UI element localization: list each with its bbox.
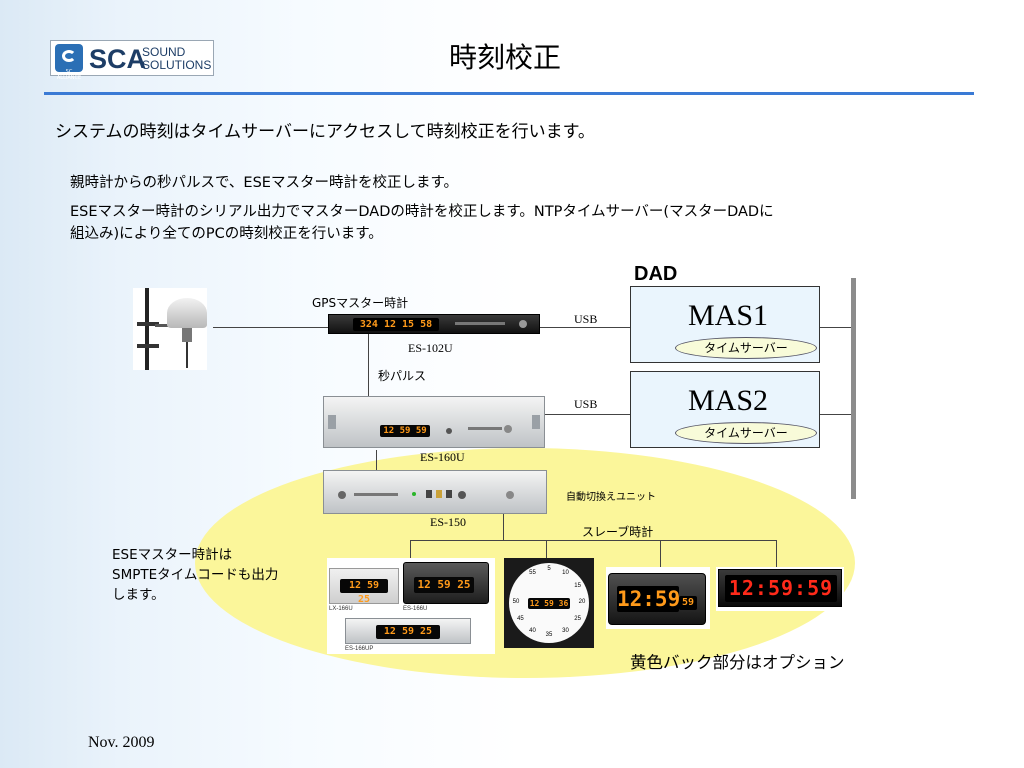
analog-dial-number: 25: [574, 615, 581, 622]
long-slave-clock: 12:59:59: [718, 569, 842, 607]
es102u-device: 324 12 15 58: [328, 314, 540, 334]
gps-master-label: GPSマスター時計: [312, 296, 409, 310]
lx166u-clock: 12 59 25: [329, 568, 399, 605]
mas2-server: MAS2 タイムサーバー: [630, 371, 820, 448]
body-line-1: 親時計からの秒パルスで、ESEマスター時計を校正します。: [70, 175, 458, 191]
mas2-name: MAS2: [687, 384, 769, 417]
analog-dial-number: 55: [529, 570, 536, 577]
sca-logo: SC ALLIANCE SCA SOUND SOLUTIONS: [50, 40, 214, 81]
logo-small-text: SC ALLIANCE: [56, 69, 82, 81]
slave-drop-3: [660, 540, 661, 568]
es160u-display: 12 59 59: [380, 425, 430, 437]
body-line-3: 組込み)により全てのPCの時刻校正を行います。: [70, 226, 383, 242]
long-clock-display: 12:59:59: [725, 575, 837, 602]
analog-dial-number: 30: [562, 627, 569, 634]
antenna-link: [213, 327, 328, 328]
pulse-link: [368, 334, 369, 396]
auto-switch-label: 自動切換えユニット: [566, 492, 656, 503]
mas1-server: MAS1 タイムサーバー: [630, 286, 820, 363]
es150-down-link: [503, 498, 504, 540]
wall-slave-clock: 12:59 59: [608, 573, 706, 625]
es166up-display: 12 59 25: [376, 625, 440, 639]
analog-dial-number: 10: [562, 570, 569, 577]
usb-link-1: [538, 327, 630, 328]
es102u-display: 324 12 15 58: [353, 318, 439, 331]
wall-clock-display: 12:59: [617, 586, 681, 612]
wall-clock-seconds: 59: [679, 596, 697, 610]
gps-antenna-image: [133, 288, 207, 370]
es166u-tag: ES-166U: [403, 606, 428, 612]
es160u-label: ES-160U: [420, 450, 465, 464]
small-slave-clocks-image: 12 59 25 LX-166U 12 59 25 ES-166U 12 59 …: [327, 558, 495, 654]
analog-dial-number: 20: [578, 599, 586, 605]
analog-dial-number: 5: [547, 566, 551, 572]
es150-device: [323, 470, 547, 514]
slave-drop-2: [546, 540, 547, 558]
es160u-device: 12 59 59: [323, 396, 545, 448]
title-divider: [44, 92, 974, 95]
analog-dial-number: 15: [574, 582, 581, 589]
es160-es150-link: [376, 450, 377, 470]
dad-label: DAD: [634, 263, 678, 285]
mas1-role-badge: タイムサーバー: [675, 337, 817, 359]
slave-drop-4: [776, 540, 777, 568]
smpte-note: ESEマスター時計は SMPTEタイムコードも出力 します。: [112, 545, 278, 605]
analog-dial-number: 45: [517, 615, 524, 622]
mas1-name: MAS1: [687, 299, 769, 332]
analog-clock-display: 12 59 36: [528, 598, 570, 609]
pulse-label: 秒パルス: [378, 369, 427, 383]
slave-clock-label: スレーブ時計: [582, 525, 654, 539]
logo-mark-icon: [55, 44, 83, 72]
lead-text: システムの時刻はタイムサーバーにアクセスして時刻校正を行います。: [55, 122, 595, 142]
lx166u-display: 12 59 25: [340, 579, 388, 605]
lx166u-tag: LX-166U: [329, 606, 353, 612]
footer-date: Nov. 2009: [88, 734, 155, 751]
logo-sub-text-2: SOLUTIONS: [142, 58, 212, 72]
usb-label-2: USB: [574, 397, 598, 411]
es166u-clock: 12 59 25: [403, 562, 489, 604]
smpte-note-line-3: します。: [112, 587, 165, 603]
wall-slave-clock-image: 12:59 59: [606, 567, 710, 629]
mas1-bus-link: [820, 327, 852, 328]
slave-bus-line: [410, 540, 777, 541]
logo-main-text: SCA: [89, 44, 147, 74]
network-bus: [851, 278, 856, 499]
es166up-clock: 12 59 25: [345, 618, 471, 644]
option-note: 黄色バック部分はオプション: [630, 653, 845, 672]
es166up-tag: ES-166UP: [345, 646, 374, 652]
analog-dial-number: 35: [545, 632, 553, 638]
slave-drop-1: [410, 540, 411, 558]
smpte-note-line-1: ESEマスター時計は: [112, 547, 233, 563]
usb-label-1: USB: [574, 312, 598, 326]
usb-link-2: [538, 414, 630, 415]
logo-sub-text-1: SOUND: [142, 45, 186, 59]
analog-dial-number: 50: [512, 599, 520, 605]
es166u-display: 12 59 25: [414, 577, 474, 593]
smpte-note-line-2: SMPTEタイムコードも出力: [112, 567, 279, 583]
page-title: 時刻校正: [448, 41, 561, 74]
mas2-bus-link: [820, 414, 852, 415]
long-slave-clock-image: 12:59:59: [716, 567, 844, 611]
es150-label: ES-150: [430, 515, 466, 529]
body-line-2: ESEマスター時計のシリアル出力でマスターDADの時計を校正します。NTPタイム…: [70, 204, 774, 220]
es102u-label: ES-102U: [408, 341, 453, 355]
mas2-role-badge: タイムサーバー: [675, 422, 817, 444]
analog-dial-number: 40: [529, 627, 536, 634]
